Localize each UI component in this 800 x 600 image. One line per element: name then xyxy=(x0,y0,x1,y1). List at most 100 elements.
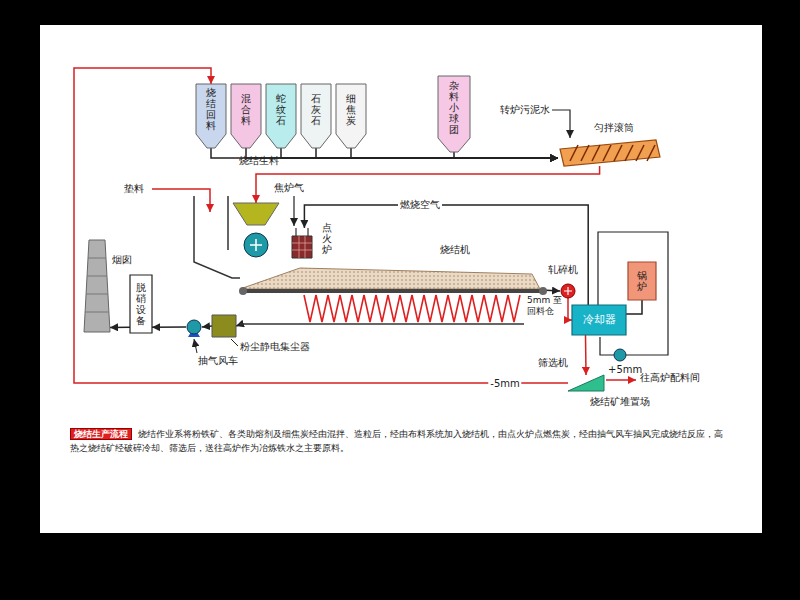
mixing-drum: 匀拌滚筒 xyxy=(558,140,662,166)
mixing-drum-part xyxy=(560,140,660,166)
sinter-machine-part xyxy=(472,295,484,322)
sinter-machine-part xyxy=(412,295,424,322)
cooler-box-part xyxy=(572,305,626,335)
box-label: 杂料小球团 xyxy=(449,80,459,135)
box-label: 细焦炭 xyxy=(346,93,356,126)
part-name: 烧结机 xyxy=(440,244,470,256)
feed-hopper: 烧结生料 xyxy=(233,203,279,259)
sinter-machine-part xyxy=(240,323,524,325)
box-label: 锅炉 xyxy=(637,270,647,292)
mixing-drum-part xyxy=(581,145,589,161)
crusher: 轧碎机 xyxy=(560,284,576,298)
leader-line xyxy=(231,339,238,346)
ignition-furnace-part xyxy=(292,236,312,258)
fan-wheel xyxy=(187,320,201,334)
flow-connector xyxy=(546,289,560,291)
sinter-machine-part xyxy=(460,295,472,322)
part-name: 抽气风车 xyxy=(198,355,238,367)
feed-chute xyxy=(194,196,240,278)
chimney-part xyxy=(86,294,108,295)
product-line xyxy=(606,379,636,381)
sinter-machine-part xyxy=(340,295,352,322)
flow-connector xyxy=(202,326,212,327)
storage-bin: 蛇纹石 xyxy=(266,84,296,148)
storage-bin-part xyxy=(301,84,331,148)
storage-bin-part xyxy=(266,84,296,148)
chimney-part xyxy=(84,240,110,332)
part-name: 粉尘静电集尘器 xyxy=(240,341,310,353)
box-label: 烧结回料 xyxy=(206,87,216,131)
part-name: 烟囱 xyxy=(112,254,132,266)
return-note: 5mm 至回料仓 xyxy=(527,295,565,317)
ignition-furnace-outline xyxy=(290,228,314,258)
ignition-furnace-part xyxy=(296,228,308,236)
flow-connector xyxy=(585,335,587,375)
flow-connector xyxy=(246,148,558,158)
crusher-outline xyxy=(560,284,576,298)
flow-connector xyxy=(454,152,558,158)
dust-collector-part xyxy=(212,315,236,337)
cooler-box: 冷却器 xyxy=(572,305,626,335)
storage-bin-part xyxy=(438,76,470,152)
chimney-part xyxy=(88,258,106,259)
denitration-box-part xyxy=(130,275,152,333)
chimney-part xyxy=(87,276,107,277)
loop-fan xyxy=(614,349,626,361)
storage-bin: 杂料小球团 xyxy=(438,76,470,152)
sinter-machine: 烧结机 xyxy=(240,262,546,326)
part-name: 匀拌滚筒 xyxy=(594,122,634,134)
storage-bin-part xyxy=(336,84,366,148)
caption-text: 烧结作业系将粉铁矿、各类助熔剂及细焦炭经由混拌、造粒后，经由布料系统加入烧结机，… xyxy=(70,429,723,453)
sinter-machine-part xyxy=(352,295,364,322)
exhaust-fan-outline xyxy=(186,319,202,335)
sinter-machine-part xyxy=(508,295,520,322)
storage-bin: 细焦炭 xyxy=(336,84,366,148)
sinter-machine-part xyxy=(436,295,448,322)
gas-label: 焦炉气 xyxy=(274,182,304,194)
sinter-machine-part xyxy=(240,268,540,289)
flow-connector xyxy=(236,325,240,326)
sinter-machine-part xyxy=(388,295,400,322)
sinter-machine-part xyxy=(240,268,540,289)
boiler-loop xyxy=(598,232,668,355)
storage-bin: 混合料 xyxy=(231,84,261,148)
dust-collector: 粉尘静电集尘器 xyxy=(212,315,236,337)
sinter-machine-part xyxy=(328,295,340,322)
storage-bin: 烧结回料 xyxy=(196,84,226,148)
roller xyxy=(539,287,547,295)
mixing-drum-part xyxy=(592,145,600,161)
ignition-furnace: 点火炉 xyxy=(290,228,314,258)
sinter-machine-part xyxy=(364,295,376,322)
size-label: +5mm xyxy=(608,364,642,376)
box-label: 石灰石 xyxy=(311,93,321,126)
yard-label: 烧结矿堆置场 xyxy=(590,396,650,408)
sinter-machine-outline xyxy=(240,262,546,326)
box-label: 脱硝设备 xyxy=(136,282,146,326)
flow-connector xyxy=(316,148,558,158)
sludge-water-line xyxy=(552,110,570,138)
mixing-drum-part xyxy=(614,145,622,161)
sinter-machine-part xyxy=(240,289,546,293)
exhaust-fan: 抽气风车 xyxy=(186,319,202,335)
storage-bin-part xyxy=(196,84,226,148)
sinter-machine-part xyxy=(316,295,328,322)
roller xyxy=(239,287,247,295)
box-label: 混合料 xyxy=(241,93,251,126)
ignition-furnace-part xyxy=(292,236,312,258)
flow-connector xyxy=(152,326,186,328)
sinter-machine-part xyxy=(484,295,496,322)
sinter-machine-part xyxy=(304,295,316,322)
mixing-drum-part xyxy=(647,145,655,161)
sinter-machine-part xyxy=(376,295,388,322)
boiler-box: 锅炉 xyxy=(628,262,656,300)
connector-label: -5mm xyxy=(488,378,521,389)
screen: 筛选机 xyxy=(568,375,604,391)
destination-label: 往高炉配料间 xyxy=(640,372,700,384)
denitration-box: 脱硝设备 xyxy=(130,275,152,333)
sinter-machine-part xyxy=(496,295,508,322)
title-tag: 烧结生产流程 xyxy=(70,428,132,440)
feed-hopper-part xyxy=(233,203,279,225)
dust-collector-outline xyxy=(212,315,236,337)
